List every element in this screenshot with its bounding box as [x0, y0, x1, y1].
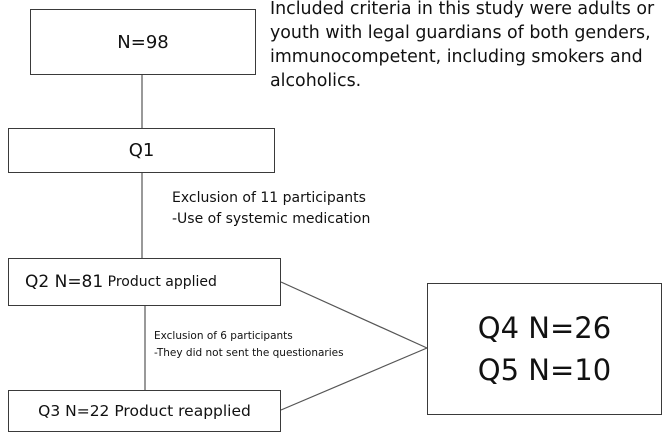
q5-label: Q5 N=10 — [477, 353, 612, 387]
q1-box-label: Q1 — [128, 140, 155, 161]
exclusion-note-1: Exclusion of 11 participants -Use of sys… — [172, 188, 370, 230]
exclusion-2-line: -They did not sent the questionaries — [154, 347, 344, 359]
exclusion-1-line: Exclusion of 11 participants — [172, 190, 366, 206]
q2-box-main: Q2 N=81 — [25, 272, 104, 292]
start-box: N=98 — [30, 9, 256, 75]
q4-label: Q4 N=26 — [477, 311, 612, 345]
connector-q2-q45 — [280, 281, 428, 349]
criteria-line: immunocompetent, including smokers and — [270, 47, 643, 67]
q3-box: Q3 N=22 Product reapplied — [8, 390, 281, 432]
criteria-line: alcoholics. — [270, 71, 362, 91]
q45-box: Q4 N=26 Q5 N=10 — [427, 283, 662, 415]
criteria-line: youth with legal guardians of both gende… — [270, 23, 651, 43]
start-box-label: N=98 — [117, 31, 169, 53]
exclusion-1-line: -Use of systemic medication — [172, 211, 371, 227]
connector-q3-q45 — [280, 347, 428, 411]
q1-box: Q1 — [8, 128, 275, 173]
exclusion-2-line: Exclusion of 6 participants — [154, 330, 293, 342]
exclusion-note-2: Exclusion of 6 participants -They did no… — [154, 328, 344, 362]
q2-box: Q2 N=81 Product applied — [8, 258, 281, 306]
criteria-line: Included criteria in this study were adu… — [270, 0, 655, 19]
criteria-note: Included criteria in this study were adu… — [270, 0, 654, 93]
q3-box-sub: Product reapplied — [109, 402, 251, 420]
q2-box-sub: Product applied — [103, 274, 217, 290]
q3-box-main: Q3 N=22 — [38, 402, 110, 420]
